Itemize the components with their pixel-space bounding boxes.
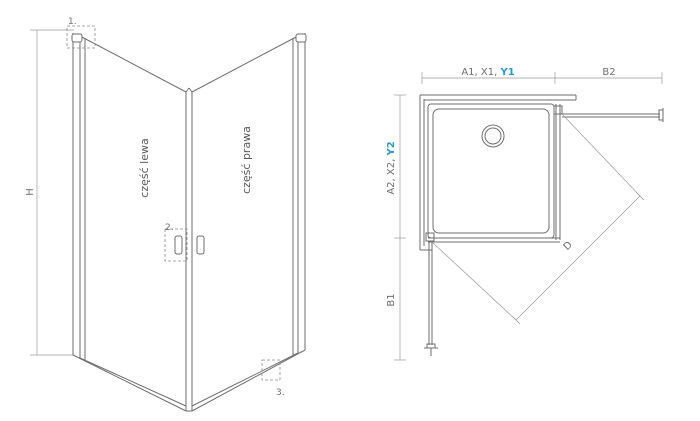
- wall-profile: [419, 94, 577, 251]
- right-panel: [191, 33, 306, 412]
- center-corner: [185, 87, 193, 412]
- door-right-open: [562, 108, 664, 122]
- height-label: H: [25, 188, 36, 196]
- callout-number-1: 1.: [68, 17, 77, 27]
- callout-number-2: 2.: [165, 223, 174, 233]
- callout-box-3: [261, 359, 281, 381]
- shower-tray: [427, 103, 555, 239]
- callout-box-2: [164, 228, 188, 262]
- shower-tray-inner: [432, 108, 550, 234]
- door-left-open: [424, 241, 438, 356]
- panel-right-label: część prawa: [240, 126, 253, 194]
- height-dimension: [30, 29, 74, 356]
- diagonal-dimension: [431, 113, 645, 325]
- drain-icon: [481, 124, 505, 148]
- dim-diagonal-label: D: [562, 239, 575, 252]
- glass-panels-top: [425, 104, 563, 243]
- hinge-top-right-icon: [295, 33, 307, 43]
- door-handles-icon: [174, 235, 205, 255]
- dim-top-left-label: A1, X1, Y1: [461, 67, 514, 78]
- dim-side-lower-label: B1: [386, 293, 397, 306]
- panel-left-label: część lewa: [138, 138, 151, 197]
- top-dimension-lines: [394, 72, 663, 361]
- left-panel: [72, 33, 187, 412]
- dim-top-right-label: B2: [602, 67, 615, 78]
- hinge-top-left-icon: [71, 33, 83, 43]
- dim-side-upper-label: A2, X2, Y2: [386, 141, 397, 194]
- perspective-view: [30, 25, 307, 412]
- top-view: [394, 72, 664, 361]
- callout-number-3: 3.: [276, 388, 285, 398]
